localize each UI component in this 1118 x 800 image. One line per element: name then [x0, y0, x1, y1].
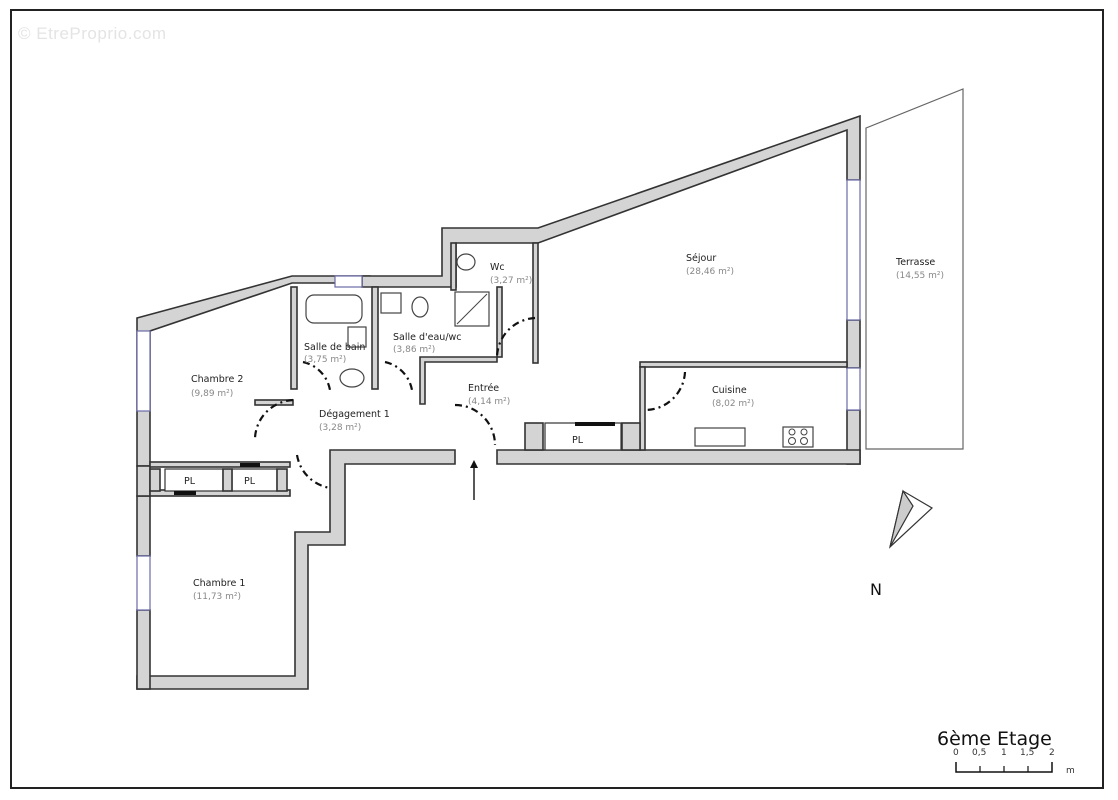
room-area: (11,73 m²) [193, 592, 241, 602]
closets [149, 422, 622, 495]
door-swings [253, 316, 687, 490]
room-area: (4,14 m²) [468, 397, 510, 407]
entrance-arrow [470, 460, 478, 500]
closet-label: PL [244, 476, 256, 487]
room-name: Cuisine [712, 385, 747, 396]
scale-bar [955, 762, 1053, 773]
room-name: Entrée [468, 383, 499, 394]
room-area: (14,55 m²) [896, 271, 944, 281]
room-name: Salle de bain [304, 342, 365, 353]
fixtures [305, 253, 814, 448]
closet-label: PL [572, 435, 584, 446]
room-name: Salle d'eau/wc [393, 332, 462, 343]
closet-label: PL [184, 476, 196, 487]
page-frame [10, 9, 1104, 789]
compass-icon [888, 489, 933, 549]
windows [136, 179, 861, 611]
floor-title: 6ème Etage [937, 728, 1052, 750]
scale-tick: 1 [1001, 748, 1007, 758]
room-name: Chambre 2 [191, 374, 243, 385]
interior-walls [149, 242, 848, 497]
room-name: Wc [490, 262, 505, 273]
scale-tick: 1,5 [1020, 748, 1035, 758]
scale-tick: 0,5 [972, 748, 987, 758]
room-name: Terrasse [895, 257, 935, 268]
room-area: (3,27 m²) [490, 276, 532, 286]
room-area: (3,75 m²) [304, 355, 346, 365]
room-name: Séjour [686, 253, 716, 264]
room-area: (9,89 m²) [191, 389, 233, 399]
north-label: N [870, 580, 882, 599]
room-area: (28,46 m²) [686, 267, 734, 277]
room-area: (3,86 m²) [393, 345, 435, 355]
scale-unit: m [1066, 766, 1075, 776]
room-area: (3,28 m²) [319, 423, 361, 433]
room-labels: Chambre 2 (9,89 m²) Salle de bain (3,75 … [184, 253, 944, 602]
room-name: Dégagement 1 [319, 409, 390, 420]
terrace-outline [865, 88, 964, 450]
room-area: (8,02 m²) [712, 399, 754, 409]
scale-tick: 2 [1049, 748, 1055, 758]
room-name: Chambre 1 [193, 578, 245, 589]
scale-tick: 0 [953, 748, 959, 758]
watermark: © EtreProprio.com [18, 24, 167, 43]
